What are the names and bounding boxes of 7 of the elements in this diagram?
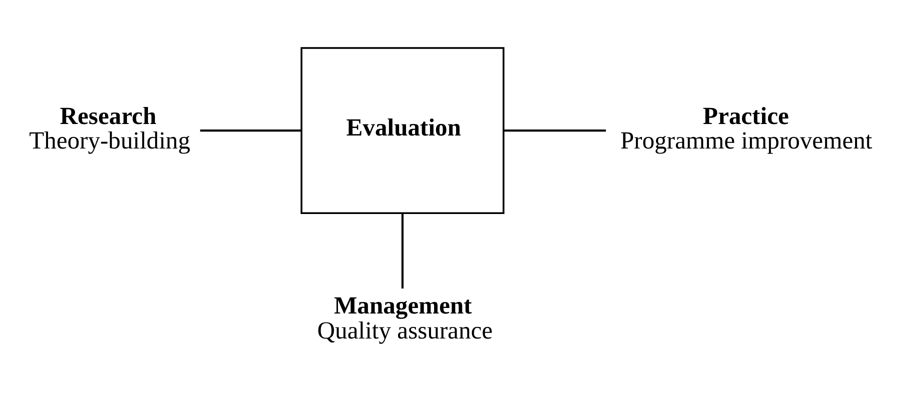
connector — [200, 130, 302, 132]
node-text: Management Quality assurance — [317, 292, 493, 344]
node-text: Research Theory-building — [29, 102, 190, 155]
node-box: Evaluation — [300, 47, 504, 214]
connector — [401, 214, 404, 289]
connector — [504, 130, 606, 132]
node-text: Practice Programme improvement — [620, 102, 872, 155]
